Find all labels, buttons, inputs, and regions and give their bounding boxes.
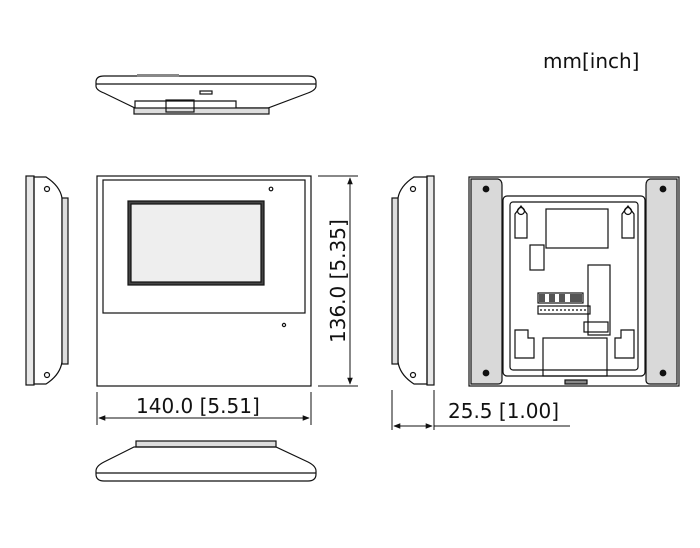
left-side-view [25,175,69,386]
units-label: mm[inch] [543,49,639,73]
front-view [96,175,312,387]
depth-dimension [391,390,570,430]
right-side-view [391,175,435,386]
height-dimension [318,175,358,387]
height-label: 136.0 [5.35] [326,219,350,343]
bottom-view [95,440,317,482]
width-dimension [96,392,312,425]
top-view [95,74,317,115]
width-label: 140.0 [5.51] [136,394,260,418]
rear-view [468,176,680,387]
depth-label: 25.5 [1.00] [448,399,559,423]
